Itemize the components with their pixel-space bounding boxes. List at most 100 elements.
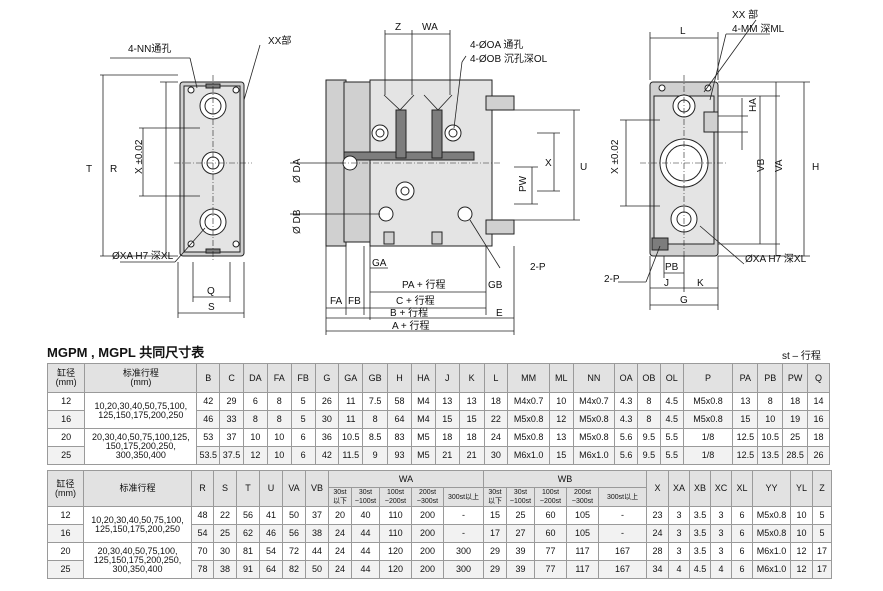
value-cell: 82 (282, 560, 306, 579)
value-cell: 28.5 (782, 446, 809, 465)
label-u: U (580, 162, 587, 173)
label-z: Z (395, 22, 401, 33)
label-s: S (208, 302, 215, 313)
header-q: Q (807, 363, 830, 393)
stroke-cell: 20,30,40,50,75,100,125,150,175,200,250,3… (83, 542, 192, 579)
label-r: R (110, 164, 117, 175)
value-cell: 54 (259, 542, 283, 561)
value-cell: 6 (731, 506, 754, 525)
header-t: T (236, 470, 260, 507)
value-cell: 18 (782, 392, 809, 411)
value-cell: 38 (213, 560, 237, 579)
header-oa: OA (614, 363, 638, 393)
header-pw: PW (782, 363, 809, 393)
value-cell: 3 (710, 506, 733, 525)
value-cell: M5x0.8 (752, 524, 792, 543)
value-cell: M6x1.0 (752, 560, 792, 579)
value-cell: 46 (196, 410, 221, 429)
value-cell: 4.3 (614, 410, 638, 429)
value-cell: 5.5 (659, 446, 684, 465)
label-j: J (664, 278, 669, 289)
value-cell: 11 (338, 410, 364, 429)
header-x: X (646, 470, 670, 507)
value-cell: 37.5 (219, 446, 244, 465)
value-cell: 23 (646, 506, 670, 525)
value-cell: 3 (710, 524, 733, 543)
header-bore: 缸径(mm) (47, 470, 84, 507)
value-cell: 8 (362, 410, 389, 429)
label-xx-left: XX部 (268, 34, 291, 47)
label-ha: HA (748, 98, 759, 112)
wa-cell: 110 (379, 524, 412, 543)
value-cell: 5.6 (614, 428, 638, 447)
stroke-cell: 10,20,30,40,50,75,100,125,150,175,200,25… (83, 506, 192, 543)
label-l: L (680, 26, 686, 37)
value-cell: 9.5 (636, 446, 661, 465)
wa-cell: 44 (351, 560, 380, 579)
wb-cell: 25 (506, 506, 536, 525)
value-cell: 22 (483, 410, 509, 429)
value-cell: 56 (236, 506, 260, 525)
wa-cell: 20 (328, 506, 352, 525)
value-cell: 3 (710, 542, 733, 561)
wa-cell: 40 (351, 506, 380, 525)
value-cell: 12.5 (732, 446, 759, 465)
wb-cell: 17 (483, 524, 508, 543)
value-cell: 5 (290, 392, 316, 411)
wb-cell: 29 (483, 560, 508, 579)
value-cell: 11 (338, 392, 364, 411)
value-cell: 3 (668, 506, 691, 525)
label-wa: WA (422, 22, 438, 33)
value-cell: 62 (236, 524, 260, 543)
wb-cell: 167 (598, 542, 648, 561)
header-va: VA (282, 470, 306, 507)
value-cell: 15 (732, 410, 759, 429)
value-cell: 46 (259, 524, 283, 543)
value-cell: 15 (548, 446, 574, 465)
wa-cell: 200 (411, 560, 444, 579)
value-cell: M5x0.8 (682, 410, 734, 429)
header-b: B (196, 363, 221, 393)
value-cell: 15 (434, 410, 460, 429)
value-cell: 5 (812, 524, 833, 543)
label-fa: FA (330, 296, 343, 307)
label-xa-left: ØXA H7 深XL (112, 250, 174, 262)
value-cell: 21 (434, 446, 460, 465)
header-ga: GA (338, 363, 364, 393)
value-cell: 10.5 (338, 428, 364, 447)
bore-cell: 20 (47, 542, 84, 561)
value-cell: 1/8 (682, 446, 734, 465)
wa-cell: 200 (411, 506, 444, 525)
value-cell: 5 (812, 506, 833, 525)
value-cell: 8 (636, 392, 661, 411)
value-cell: 54 (191, 524, 214, 543)
wa-cell: 200 (411, 524, 444, 543)
value-cell: 8 (636, 410, 661, 429)
header-da: DA (242, 363, 268, 393)
header-g: G (314, 363, 340, 393)
value-cell: 10 (548, 392, 574, 411)
header-pa: PA (732, 363, 759, 393)
value-cell: 10 (790, 506, 814, 525)
label-x-right: X ±0.02 (610, 139, 621, 174)
value-cell: 50 (305, 560, 329, 579)
value-cell: 83 (387, 428, 412, 447)
value-cell: 8 (242, 410, 268, 429)
value-cell: 3.5 (689, 524, 712, 543)
wa-cell: 24 (328, 524, 352, 543)
label-g: G (680, 295, 688, 306)
bore-cell: 12 (46, 392, 86, 411)
value-cell: 26 (314, 392, 340, 411)
value-cell: 26 (807, 446, 830, 465)
value-cell: 29 (219, 392, 244, 411)
header-sub-range: 200st~300st (411, 487, 444, 507)
value-cell: 16 (807, 410, 830, 429)
value-cell: 17 (812, 542, 833, 561)
header-stroke: 标准行程 (83, 470, 192, 507)
value-cell: 6 (731, 560, 754, 579)
header-k: K (458, 363, 485, 393)
value-cell: 13 (548, 428, 574, 447)
label-p-mid: 2-P (530, 262, 546, 273)
